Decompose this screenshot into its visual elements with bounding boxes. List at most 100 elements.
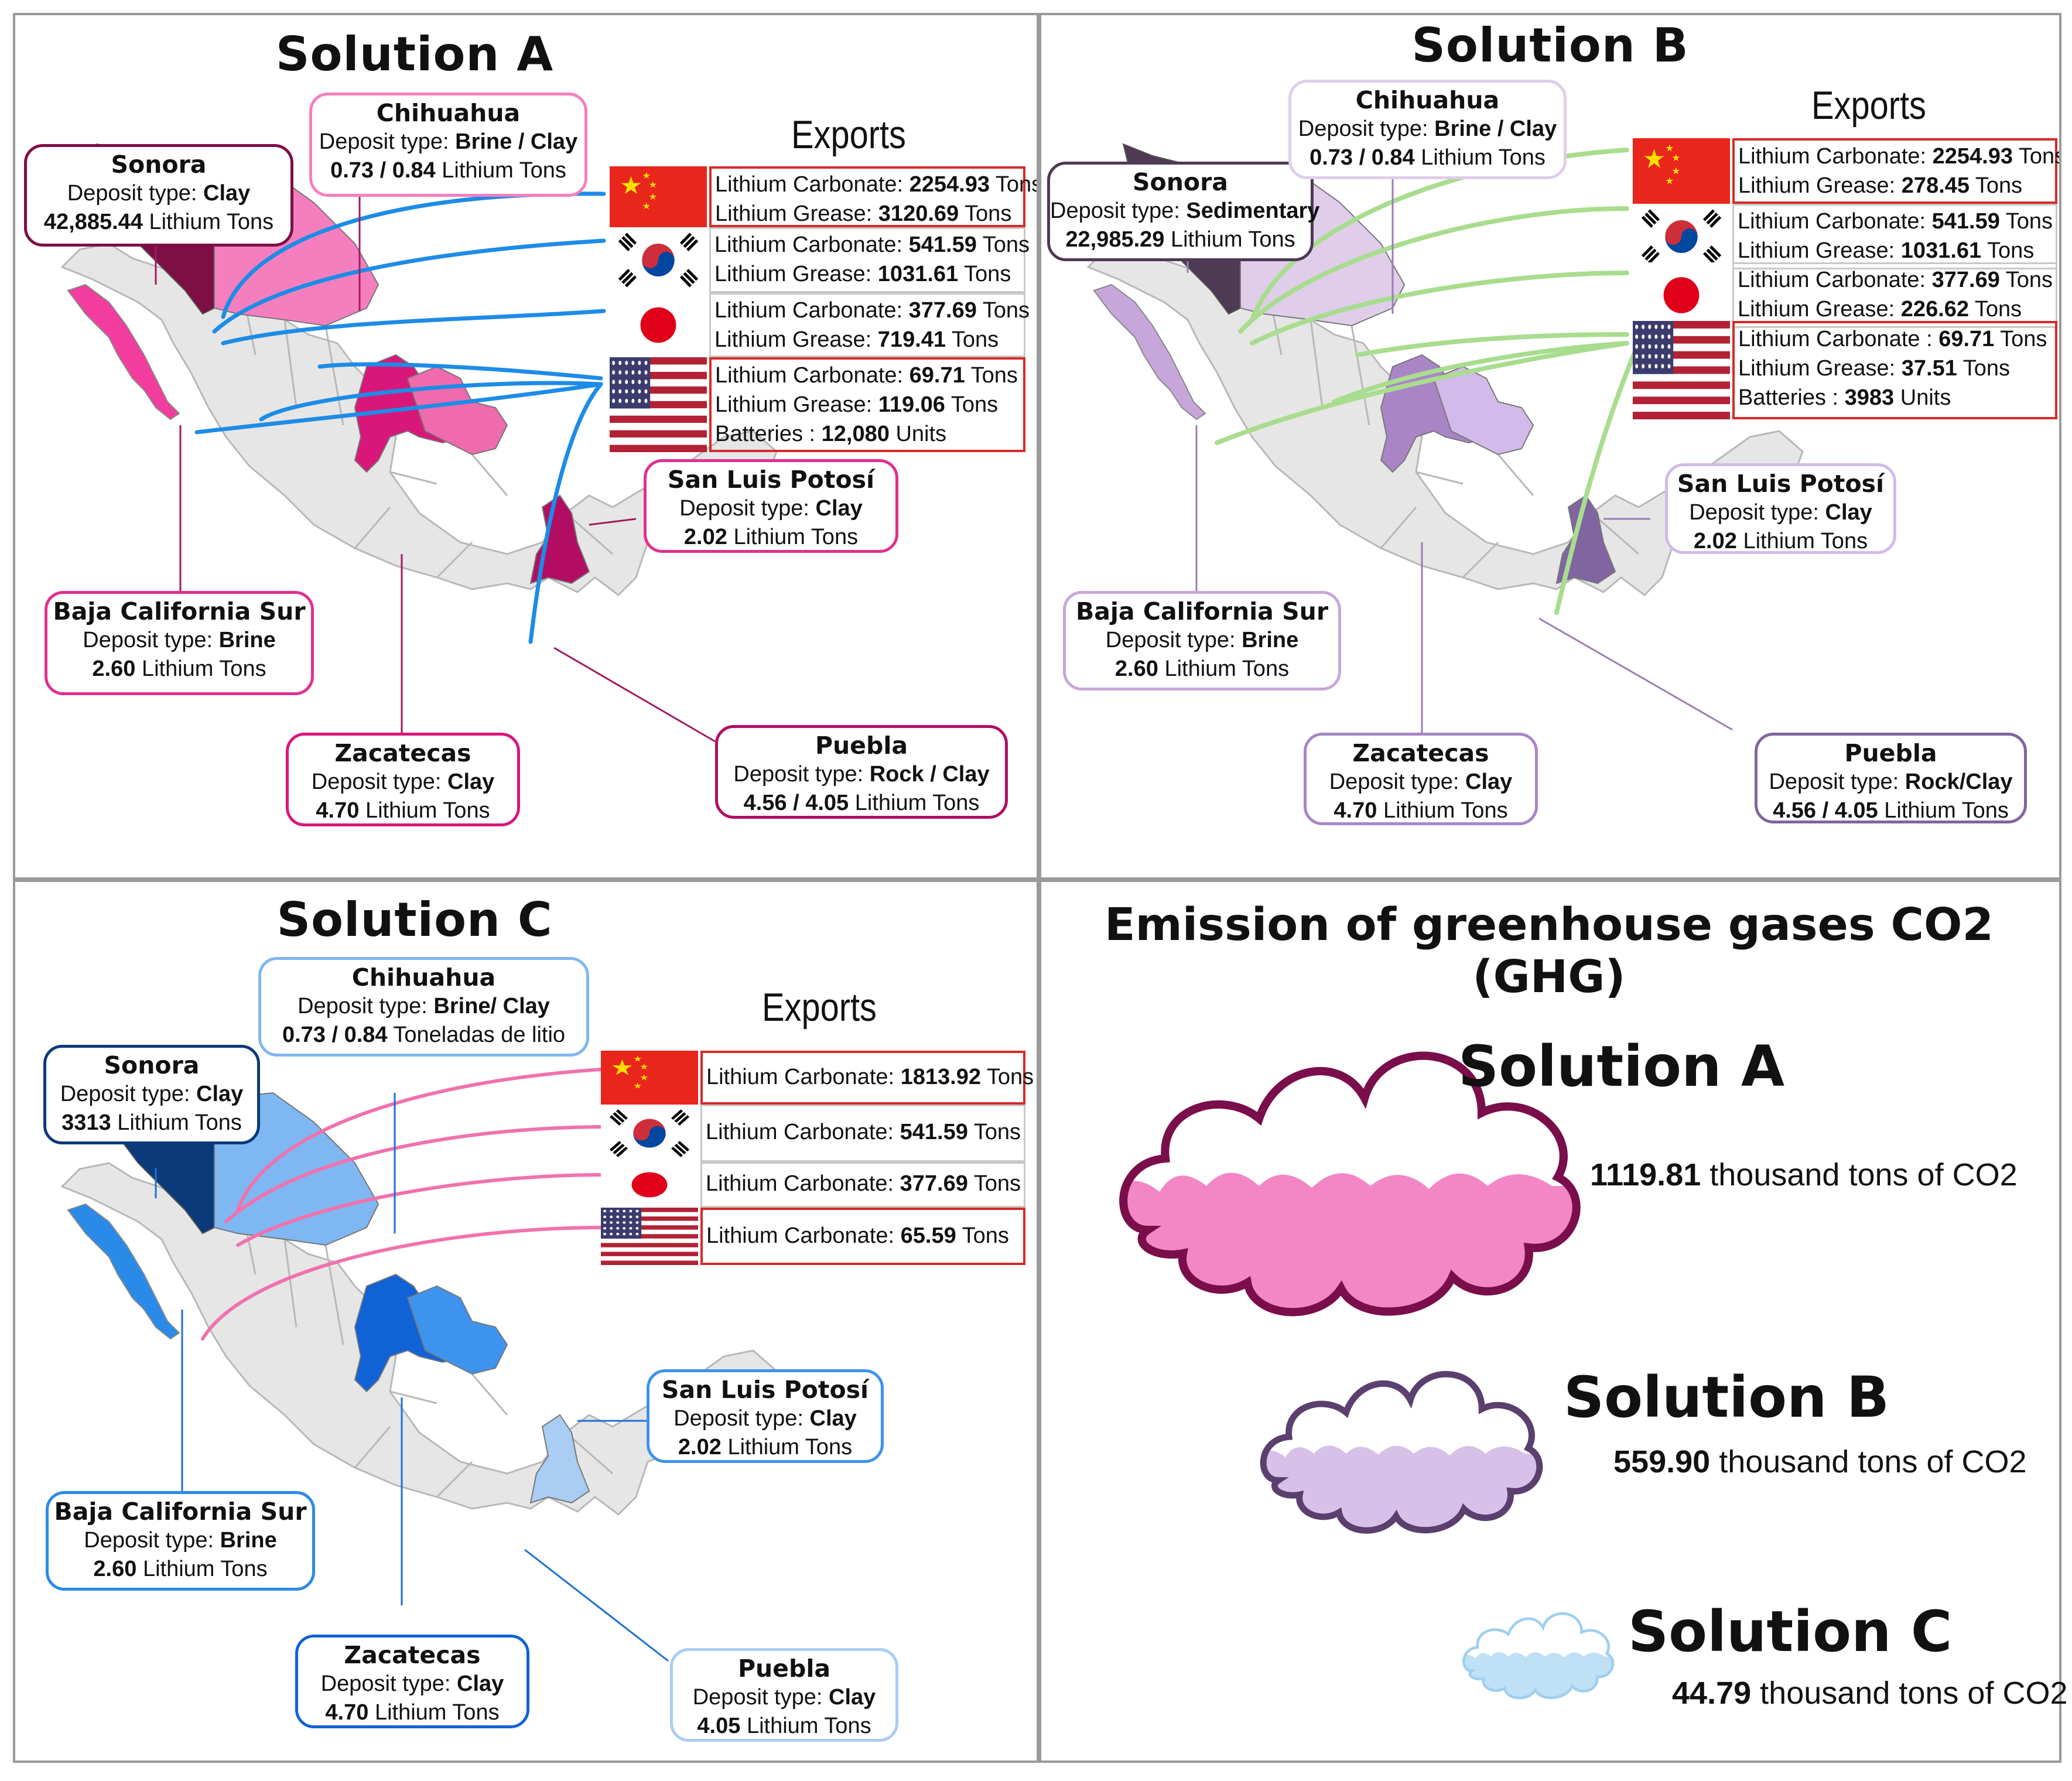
deposit-label: Deposit type: [60,1082,197,1106]
product-value: 65.59 [900,1223,956,1248]
product-value: 541.59 [1931,209,2000,234]
lithium-amount: 0.73 / 0.84 [1309,145,1415,170]
state-border [354,1426,391,1468]
export-line: Lithium Grease: 278.45 Tons [1738,171,2055,200]
state-name: Puebla [1844,739,1937,767]
lithium-unit: Lithium Tons [117,1110,242,1135]
ghg-unit-c: thousand tons of CO2 [1760,1676,2068,1711]
flag: ★★★★★ [1633,138,1730,204]
flag [601,1208,698,1265]
lithium-amount: 4.05 [697,1714,741,1738]
lithium-unit: Lithium Tons [374,1700,500,1725]
product-unit: Tons [986,1065,1034,1089]
svg-text:★: ★ [620,172,643,199]
state-border [324,325,344,426]
export-route-line [212,238,606,334]
lithium-amount: 2.02 [678,1435,722,1459]
product-unit: Units [1900,385,1951,410]
lithium-amount: 0.73 / 0.84 [330,158,436,183]
deposit-label: Deposit type: [1105,628,1242,652]
flag: ★★★★★ [610,166,707,227]
deposit-type: Brine/ Clay [433,994,550,1018]
state-baja-california-sur [1093,283,1206,421]
svg-text:★: ★ [1671,152,1680,163]
panel-ghg [1039,880,2061,1763]
deposit-label: Deposit type: [83,628,219,652]
export-route-line [1250,271,1629,346]
deposit-type: Clay [1825,500,1872,525]
flag [1633,262,1730,328]
svg-text:★: ★ [642,170,651,180]
product-unit: Tons [1987,238,2035,263]
export-line: Lithium Carbonate: 69.71 Tons [715,361,1023,390]
leader-line [553,647,716,743]
deposit-type: Clay [457,1671,504,1696]
export-line: Lithium Carbonate: 2254.93 Tons [1738,142,2059,171]
export-line: Lithium Grease: 119.06 Tons [715,390,1023,419]
ghg-number-c: 44.79 [1672,1676,1752,1711]
china-flag-icon: ★★★★★ [601,1051,698,1105]
lithium-unit: Lithium Tons [149,210,274,234]
export-row-korea: Lithium Carbonate: 541.59 Tons [601,1105,1025,1162]
deposit-type: Clay [447,770,495,794]
deposit-type: Brine / Clay [455,129,578,154]
state-border [471,1373,508,1416]
lithium-amount: 4.70 [325,1700,369,1725]
export-line: Lithium Carbonate: 2254.93 Tons [715,170,1037,199]
deposit-type: Clay [196,1082,244,1106]
svg-text:★: ★ [642,201,651,211]
lithium-unit: Lithium Tons [1884,798,2009,823]
deposit-type: Brine / Clay [1434,117,1557,141]
south-korea-flag-icon [601,1105,698,1162]
lithium-unit: Lithium Tons [1170,227,1295,252]
export-row-japan: Lithium Carbonate: 377.69 Tons [601,1162,1025,1208]
state-name: Sonora [104,1051,200,1079]
flag [610,227,707,293]
lithium-amount: 2.60 [1114,657,1158,681]
product-value: 12,080 [821,422,890,446]
mexico-map [1086,143,1804,733]
deposit-type: Clay [809,1406,857,1431]
svg-text:★: ★ [640,1074,648,1082]
state-san-luis-potosi [1432,365,1534,456]
deposit-label: Deposit type: [298,994,434,1018]
deposit-label: Deposit type: [320,1671,457,1696]
export-route-line [528,382,603,644]
state-border [436,1461,473,1498]
deposit-type: Rock/Clay [1905,770,2013,794]
product-unit: Tons [962,1223,1009,1248]
product-label: Lithium Grease: [1738,238,1901,263]
product-value: 541.59 [908,233,977,257]
export-line: Lithium Grease: 3120.69 Tons [715,199,1023,228]
solution-c-title: Solution C [276,893,553,947]
product-label: Lithium Carbonate: [706,1065,901,1089]
state-name: Chihuahua [376,99,521,127]
product-unit: Tons [964,262,1011,286]
product-label: Lithium Carbonate: [1738,144,1933,169]
export-row-china: ★★★★★Lithium Carbonate: 1813.92 Tons [601,1051,1034,1105]
state-puebla [529,494,590,584]
solution-a-title: Solution A [275,27,554,81]
lithium-amount: 0.73 / 0.84 [282,1023,388,1047]
export-line: Lithium Grease: 37.51 Tons [1738,354,2055,383]
state-name: Baja California Sur [1075,597,1329,625]
product-value: 1031.61 [1900,238,1982,263]
product-value: 226.62 [1900,297,1970,322]
product-value: 377.69 [900,1171,968,1196]
deposit-type: Sedimentary [1186,199,1320,223]
product-label: Lithium Grease: [1738,356,1902,381]
solution-b-title: Solution B [1411,18,1689,73]
